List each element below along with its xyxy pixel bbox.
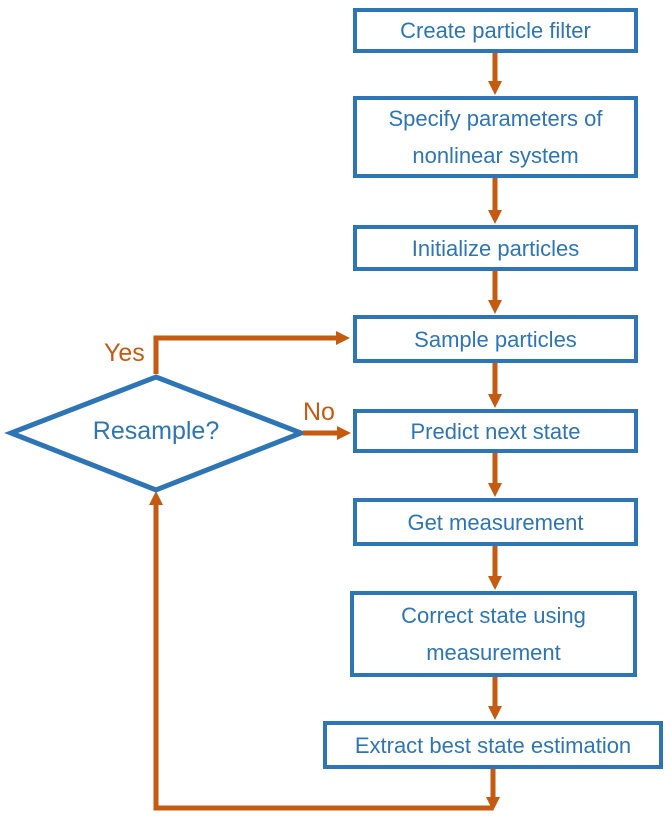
decision-resample-label: Resample? [92, 417, 220, 445]
node-correct-state: Correct state using measurement [350, 591, 637, 677]
edge-label-yes: Yes [104, 339, 145, 367]
decision-diamond-shape [4, 374, 308, 493]
node-extract-best-state: Extract best state estimation [323, 721, 663, 769]
node-initialize-particles: Initialize particles [353, 225, 638, 271]
node-create-particle-filter: Create particle filter [353, 8, 638, 53]
edge-loop-to-decision [149, 491, 493, 811]
node-get-measurement: Get measurement [353, 498, 638, 546]
edge-yes-to-sample [153, 331, 350, 374]
node-specify-parameters: Specify parameters of nonlinear system [353, 96, 638, 178]
node-sample-particles: Sample particles [353, 315, 638, 363]
edge-label-no: No [303, 398, 335, 426]
node-predict-next-state: Predict next state [353, 409, 638, 453]
